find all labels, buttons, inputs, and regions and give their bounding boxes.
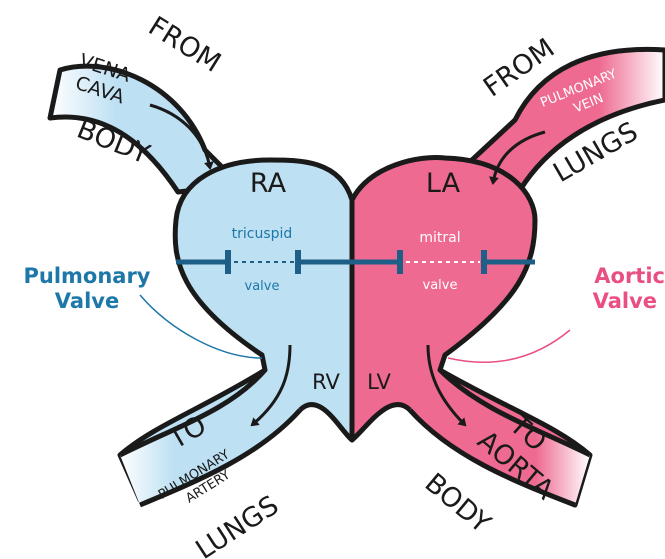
pulmonary-valve-line2: Valve bbox=[55, 289, 119, 313]
aortic-valve-line1: Aortic bbox=[594, 264, 665, 288]
pulmonary-artery-destination-label: LUNGS bbox=[190, 490, 284, 559]
right-ventricle-label: RV bbox=[312, 370, 340, 394]
mitral-valve-label: valve bbox=[423, 278, 458, 293]
vena-cava-from-label: FROM bbox=[143, 11, 226, 79]
aorta-destination-label: BODY bbox=[419, 467, 497, 539]
aorta-flow-arrow bbox=[426, 344, 467, 427]
vena-cava-flow-arrow bbox=[149, 103, 214, 170]
tricuspid-valve-label: valve bbox=[245, 279, 280, 294]
left-atrium-label: LA bbox=[426, 168, 461, 199]
pulmonary-vein-flow-arrow bbox=[489, 130, 546, 185]
left-ventricle-label: LV bbox=[367, 370, 391, 394]
tricuspid-label: tricuspid bbox=[232, 226, 293, 242]
aortic-valve-line2: Valve bbox=[593, 289, 657, 313]
pulmonary-valve-pointer bbox=[139, 294, 263, 359]
pulmonary-artery-vessel bbox=[120, 370, 300, 505]
mitral-label: mitral bbox=[419, 230, 460, 246]
pulmonary-artery-flow-arrow bbox=[250, 344, 292, 427]
pulmonary-valve-line1: Pulmonary bbox=[23, 264, 150, 288]
aorta-vessel bbox=[410, 370, 590, 505]
right-atrium-label: RA bbox=[250, 168, 287, 199]
aortic-valve-pointer bbox=[447, 329, 571, 363]
